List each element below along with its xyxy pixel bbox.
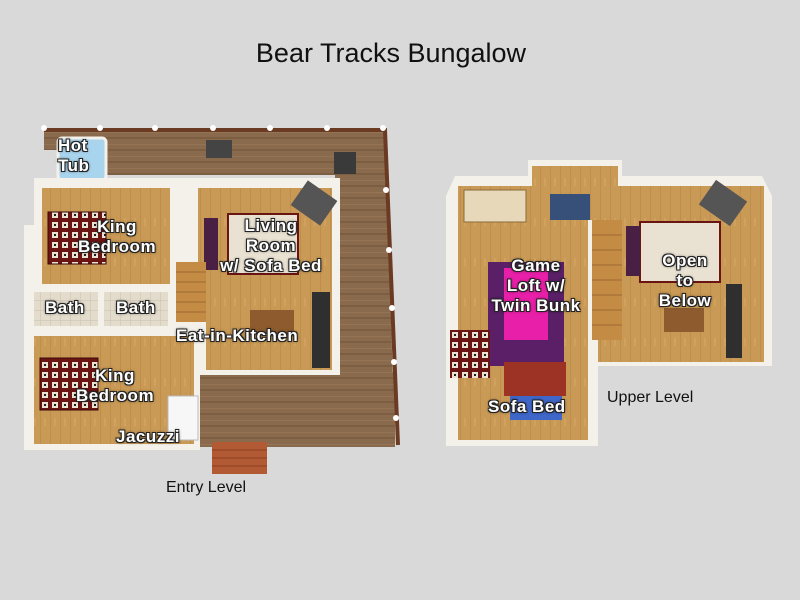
entry-rug-upper xyxy=(463,189,527,223)
upper-level-plan xyxy=(446,160,772,446)
upper-living-rug xyxy=(639,221,721,283)
upper-level-label: Upper Level xyxy=(607,389,694,406)
sofa-rug xyxy=(504,362,566,396)
label-king-bedroom-bottom: King Bedroom xyxy=(75,366,155,405)
label-eat-in-kitchen: Eat-in-Kitchen xyxy=(176,326,299,345)
label-living-room: Living Room w/ Sofa Bed xyxy=(220,216,322,275)
living-rug xyxy=(227,213,299,275)
upper-fireplace xyxy=(698,179,748,227)
entry-level-label: Entry Level xyxy=(166,479,247,496)
railing-posts xyxy=(41,125,399,421)
upper-kitchen-counter xyxy=(726,284,742,358)
fireplace xyxy=(290,180,338,226)
bed-bottom xyxy=(39,357,99,411)
label-bath-right: Bath xyxy=(116,298,156,317)
page-title: Bear Tracks Bungalow xyxy=(255,38,527,68)
label-jacuzzi: Jacuzzi xyxy=(116,427,180,446)
living-sofa xyxy=(204,218,218,270)
label-bath-left: Bath xyxy=(45,298,85,317)
room-bath-right xyxy=(104,292,168,326)
bed-top xyxy=(47,211,107,265)
label-game-loft: Game Loft w/ Twin Bunk xyxy=(491,256,581,315)
label-open-to-below: Open to Below xyxy=(658,251,712,310)
kitchen-counter xyxy=(312,292,330,368)
grill xyxy=(206,140,232,158)
dining-table xyxy=(250,310,294,334)
patio-table xyxy=(334,152,356,174)
room-bath-left xyxy=(34,292,98,326)
sofa-bed xyxy=(510,396,562,420)
deck-front xyxy=(200,372,395,447)
jacuzzi-tub xyxy=(167,395,199,441)
entry-level-plan xyxy=(24,125,400,474)
upper-dining-table xyxy=(664,308,704,332)
label-hot-tub: Hot Tub xyxy=(58,136,90,175)
foosball-table xyxy=(550,194,590,220)
quilt-bed-upper xyxy=(450,330,490,378)
twin-bunk xyxy=(504,268,548,340)
label-king-bedroom-top: King Bedroom xyxy=(77,217,157,256)
label-sofa-bed: Sofa Bed xyxy=(488,397,566,416)
upper-sofa xyxy=(626,226,640,276)
